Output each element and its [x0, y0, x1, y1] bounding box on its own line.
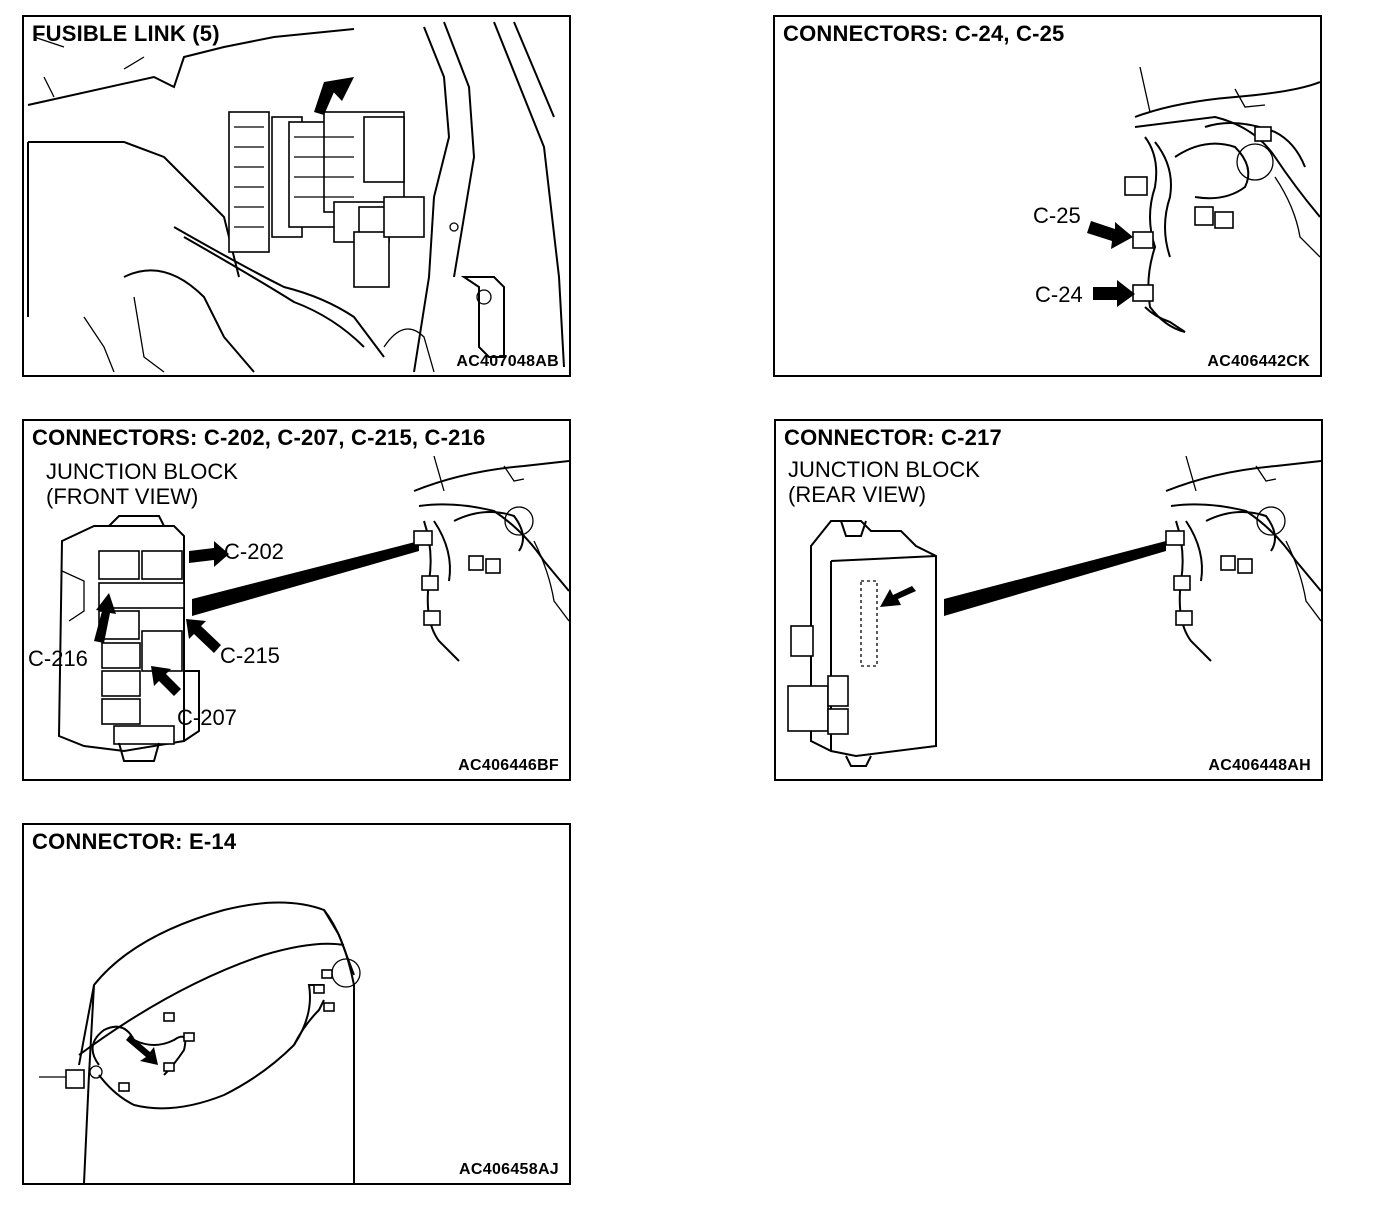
dashboard-harness-illustration — [1087, 66, 1320, 333]
caption-line-1: JUNCTION BLOCK — [788, 457, 980, 482]
panel-junction-block-rear: CONNECTOR: C-217 JUNCTION BLOCK (REAR VI… — [774, 419, 1323, 781]
panel-title: CONNECTOR: C-217 — [784, 425, 1002, 450]
connector-label-c24: C-24 — [1035, 282, 1083, 307]
caption-line-1: JUNCTION BLOCK — [46, 459, 238, 484]
junction-block-caption: JUNCTION BLOCK (REAR VIEW) — [788, 457, 980, 507]
connector-label-c25: C-25 — [1033, 203, 1081, 228]
caption-line-2: (FRONT VIEW) — [46, 484, 199, 509]
junction-block-caption: JUNCTION BLOCK (FRONT VIEW) — [46, 459, 238, 509]
caption-line-2: (REAR VIEW) — [788, 482, 927, 507]
connector-label-c202: C-202 — [224, 539, 284, 564]
connector-label-c216: C-216 — [28, 646, 88, 671]
figure-code: AC406446BF — [458, 757, 559, 774]
panel-connectors-c24-c25: CONNECTORS: C-24, C-25 C-25 C-24 AC40644… — [773, 15, 1322, 377]
connector-label-c207: C-207 — [177, 705, 237, 730]
figure-code: AC406442CK — [1207, 353, 1310, 370]
connector-label-c215: C-215 — [220, 643, 280, 668]
junction-block-rear-illustration — [787, 455, 1321, 767]
engine-bay-illustration — [27, 21, 565, 373]
panel-title: CONNECTOR: E-14 — [32, 829, 237, 854]
panel-title: FUSIBLE LINK (5) — [32, 21, 220, 46]
panel-fusible-link: FUSIBLE LINK (5) AC407048AB — [22, 15, 571, 377]
panel-title: CONNECTORS: C-202, C-207, C-215, C-216 — [32, 425, 486, 450]
door-harness-illustration — [39, 901, 361, 1183]
panel-connector-e14: CONNECTOR: E-14 AC406458AJ — [22, 823, 571, 1185]
figure-code: AC406448AH — [1208, 757, 1311, 774]
figure-code: AC407048AB — [456, 353, 559, 370]
panel-junction-block-front: CONNECTORS: C-202, C-207, C-215, C-216 J… — [22, 419, 571, 781]
panel-title: CONNECTORS: C-24, C-25 — [783, 21, 1065, 46]
figure-code: AC406458AJ — [459, 1161, 559, 1178]
junction-block-front-illustration — [57, 455, 569, 762]
